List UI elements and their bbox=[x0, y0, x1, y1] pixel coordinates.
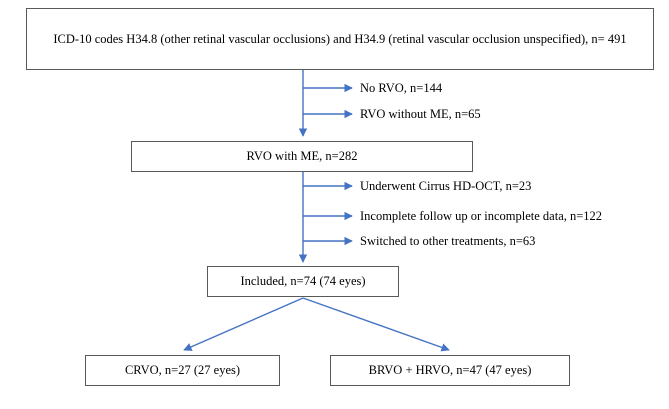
node-rvo-with-me: RVO with ME, n=282 bbox=[131, 141, 473, 172]
node-source-population: ICD-10 codes H34.8 (other retinal vascul… bbox=[26, 8, 654, 70]
connector-included-to-crvo bbox=[183, 297, 304, 351]
exclusion-label-cirrus-oct: Underwent Cirrus HD-OCT, n=23 bbox=[360, 179, 532, 193]
exclusion-label-rvo-without-me: RVO without ME, n=65 bbox=[360, 107, 481, 121]
node-brvo-hrvo: BRVO + HRVO, n=47 (47 eyes) bbox=[330, 355, 570, 386]
node-crvo: CRVO, n=27 (27 eyes) bbox=[85, 355, 280, 386]
exclusion-label-switched-treatments: Switched to other treatments, n=63 bbox=[360, 234, 536, 248]
exclusion-label-incomplete-data: Incomplete follow up or incomplete data,… bbox=[360, 209, 603, 223]
exclusion-label-no-rvo: No RVO, n=144 bbox=[360, 81, 443, 95]
connector-included-to-brvo-hrvo bbox=[302, 297, 450, 352]
node-included: Included, n=74 (74 eyes) bbox=[207, 266, 399, 297]
